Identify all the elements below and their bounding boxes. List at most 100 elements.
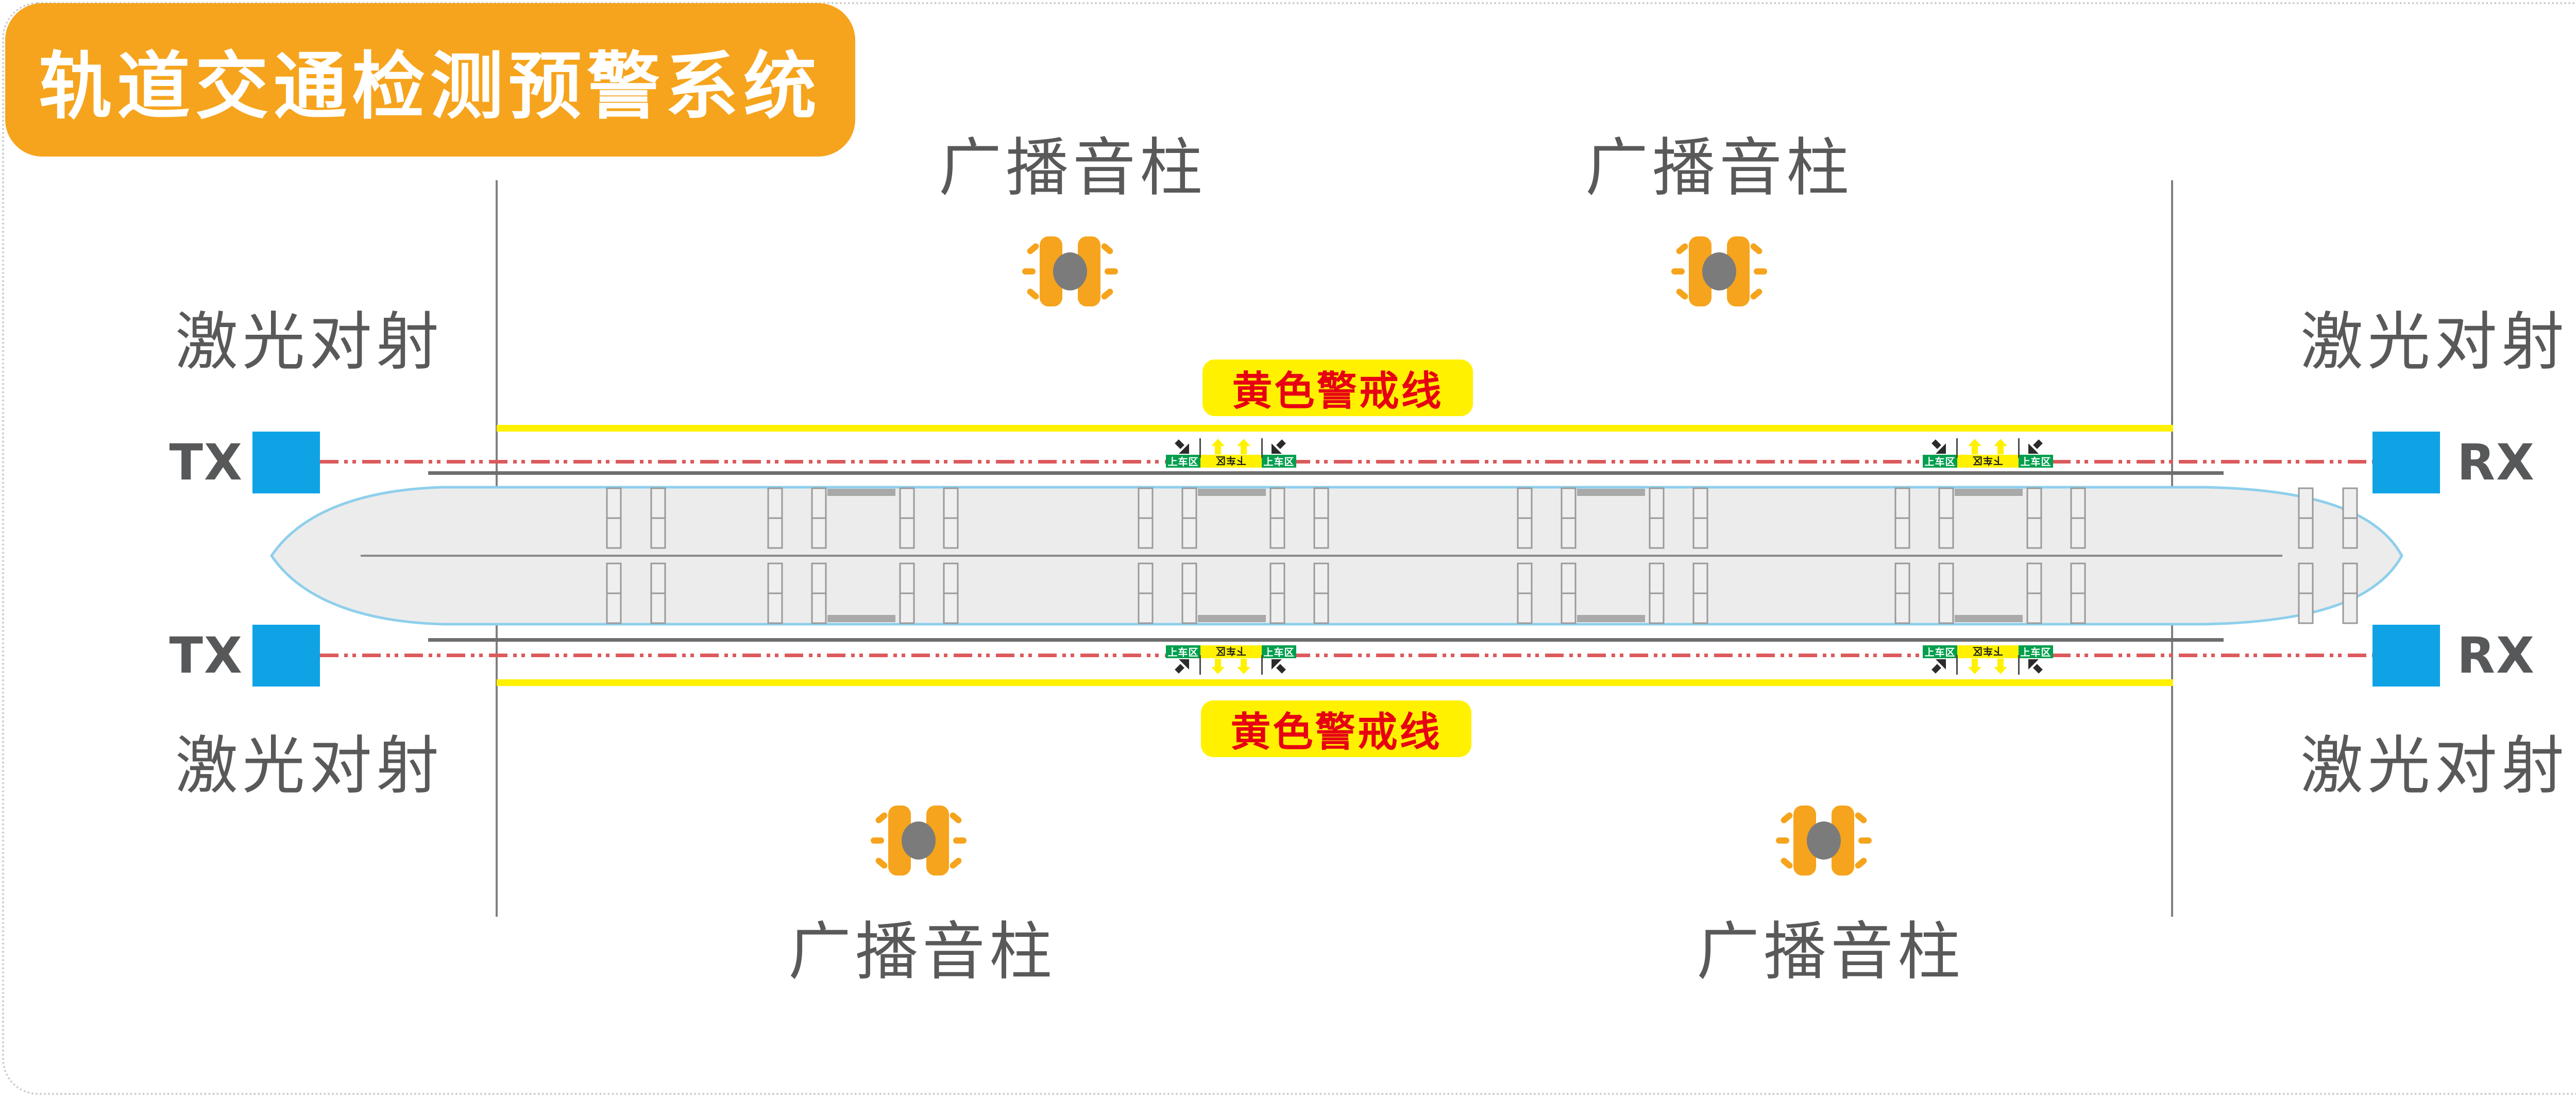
alight-arrow-icon [1994,439,2007,454]
boarding-zone-text: 上车区 [1167,647,1199,658]
boarding-zone-text: 上车区 [1924,456,1956,468]
boarding-zone-marker: 上车区 [1923,645,1957,658]
train-door-frame [2026,562,2042,624]
train-door-frame [606,562,622,624]
train-door-frame [1938,487,1954,549]
train-door-frame [1938,562,1954,624]
door-marker-blocks: 上车区 下车区 上车区 [1166,455,1296,468]
tx-sensor-box [252,432,320,493]
boarding-zone-marker: 上车区 [1262,645,1296,658]
train-door-frame [1561,487,1577,549]
train-door-frame [650,487,666,549]
boarding-zone-marker: 上车区 [1923,455,1957,468]
page-title: 轨道交通检测预警系统 [5,3,855,157]
speaker-label: 广播音柱 [939,131,1207,204]
boarding-zone-text: 上车区 [1263,647,1295,658]
train-door-frame [1181,487,1197,549]
laser-beam-top [320,460,2372,464]
train-door-frame [899,487,915,549]
train-door [1577,489,1645,496]
marker-separator [1956,438,1958,458]
train-door-frame [2026,487,2042,549]
alight-arrow-icon [1968,659,1981,674]
alighting-zone-marker: 下车区 [1200,645,1262,658]
train-doors-group [606,487,2358,624]
door-marker-arrows [1923,438,2053,455]
alighting-zone-marker: 下车区 [1957,645,2019,658]
marker-separator [2018,655,2020,675]
train-door-frame [1894,562,1910,624]
train-door-frame [2298,562,2314,624]
alight-arrow-icon [1211,659,1225,674]
warning-line-badge: 黄色警戒线 [1202,359,1473,416]
board-arrow-icon [2028,659,2043,674]
train-door [1198,615,1266,622]
board-arrow-icon [1931,659,1946,674]
train-door-frame [2342,487,2358,549]
alighting-zone-marker: 下车区 [1957,455,2019,468]
train-door-frame [1517,487,1533,549]
board-arrow-icon [1175,659,1189,674]
boarding-zone-marker: 上车区 [1166,455,1200,468]
yellow-warning-line-bottom [497,679,2173,686]
platform-section-line-left [496,180,498,917]
marker-separator [1199,655,1201,675]
laser-label: 激光对射 [175,305,443,379]
door-marker-group: 上车区 下车区 上车区 [1923,438,2053,468]
train-door [1198,489,1266,496]
train-door-frame [943,487,959,549]
boarding-zone-text: 上车区 [1167,456,1199,468]
train-door-frame [811,487,827,549]
door-marker-blocks: 上车区 下车区 上车区 [1166,645,1296,658]
train-door-frame [650,562,666,624]
train-door [827,489,895,496]
door-marker-blocks: 上车区 下车区 上车区 [1923,645,2053,658]
train-door-frame [1138,487,1154,549]
train-door-frame [1894,487,1910,549]
train-door-frame [899,562,915,624]
train-door-frame [1517,562,1533,624]
rx-sensor-box [2372,432,2440,493]
train-door-frame [2342,562,2358,624]
rx-label: RX [2457,627,2535,684]
train-door-frame [606,487,622,549]
warning-line-badge: 黄色警戒线 [1201,700,1471,757]
train-door-frame [1692,562,1708,624]
alighting-zone-text: 下车区 [1972,645,2004,657]
laser-label: 激光对射 [2300,305,2568,379]
marker-separator [1199,438,1201,458]
marker-separator [2018,438,2020,458]
boarding-zone-text: 上车区 [2020,456,2052,468]
speaker-icon [1022,236,1118,306]
alight-arrow-icon [1968,439,1981,454]
boarding-zone-text: 上车区 [1924,647,1956,658]
boarding-zone-marker: 上车区 [1262,455,1296,468]
train-door-frame [767,487,783,549]
speaker-label: 广播音柱 [1585,131,1853,204]
boarding-zone-text: 上车区 [2020,647,2052,658]
tx-label: TX [169,434,243,491]
board-arrow-icon [1272,439,1286,454]
platform-edge-top [428,471,2224,475]
board-arrow-icon [1272,659,1286,674]
train-body [269,486,2403,626]
train-door-frame [1649,487,1665,549]
speaker-icon [1671,236,1767,306]
speaker-label: 广播音柱 [1697,915,1964,988]
boarding-zone-marker: 上车区 [2019,455,2053,468]
train-door-frame [1313,487,1329,549]
board-arrow-icon [2028,439,2043,454]
speaker-icon [871,805,967,876]
board-arrow-icon [1931,439,1946,454]
platform-edge-bottom [428,638,2224,642]
laser-beam-bottom [320,654,2372,657]
alighting-zone-text: 下车区 [1215,645,1247,657]
train-door-frame [1649,562,1665,624]
board-arrow-icon [1175,439,1189,454]
door-marker-arrows [1166,658,1296,675]
door-marker-group: 上车区 下车区 上车区 [1923,645,2053,675]
door-marker-group: 上车区 下车区 上车区 [1166,645,1296,675]
alighting-zone-text: 下车区 [1215,455,1247,466]
